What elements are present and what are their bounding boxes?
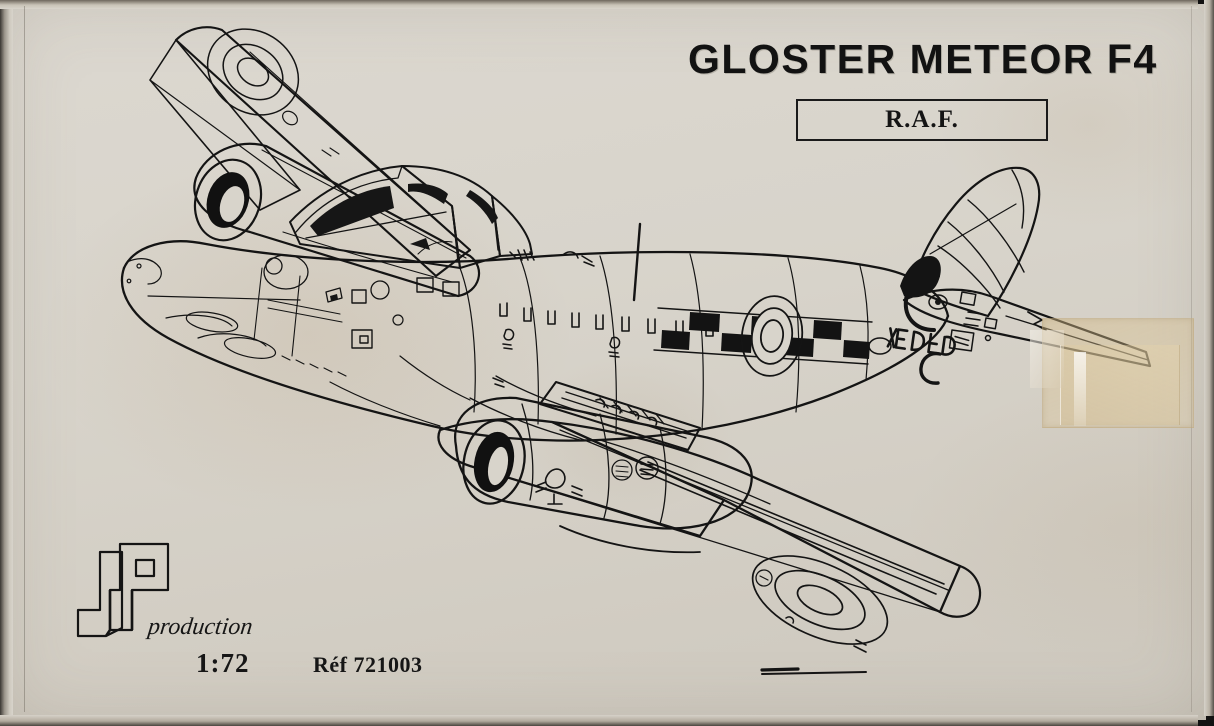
box-crease-left — [24, 6, 25, 712]
scale-label: 1:72 — [196, 648, 250, 678]
box-crease-right — [1191, 6, 1192, 712]
aircraft-line-drawing — [219, 185, 793, 486]
brand-word: production — [146, 614, 255, 640]
cardboard-box-lid — [8, 4, 1206, 720]
adhesive-tape-patch-small — [1030, 330, 1064, 388]
page-title: GLOSTER METEOR F4 — [688, 36, 1158, 82]
brand-logo-jp — [76, 542, 170, 638]
adhesive-tape-patch — [1042, 318, 1194, 428]
reference-label: Réf 721003 — [313, 652, 423, 677]
adhesive-tape-highlight — [1074, 352, 1086, 426]
operator-label: R.A.F. — [885, 106, 959, 133]
operator-badge: R.A.F. — [796, 99, 1048, 141]
